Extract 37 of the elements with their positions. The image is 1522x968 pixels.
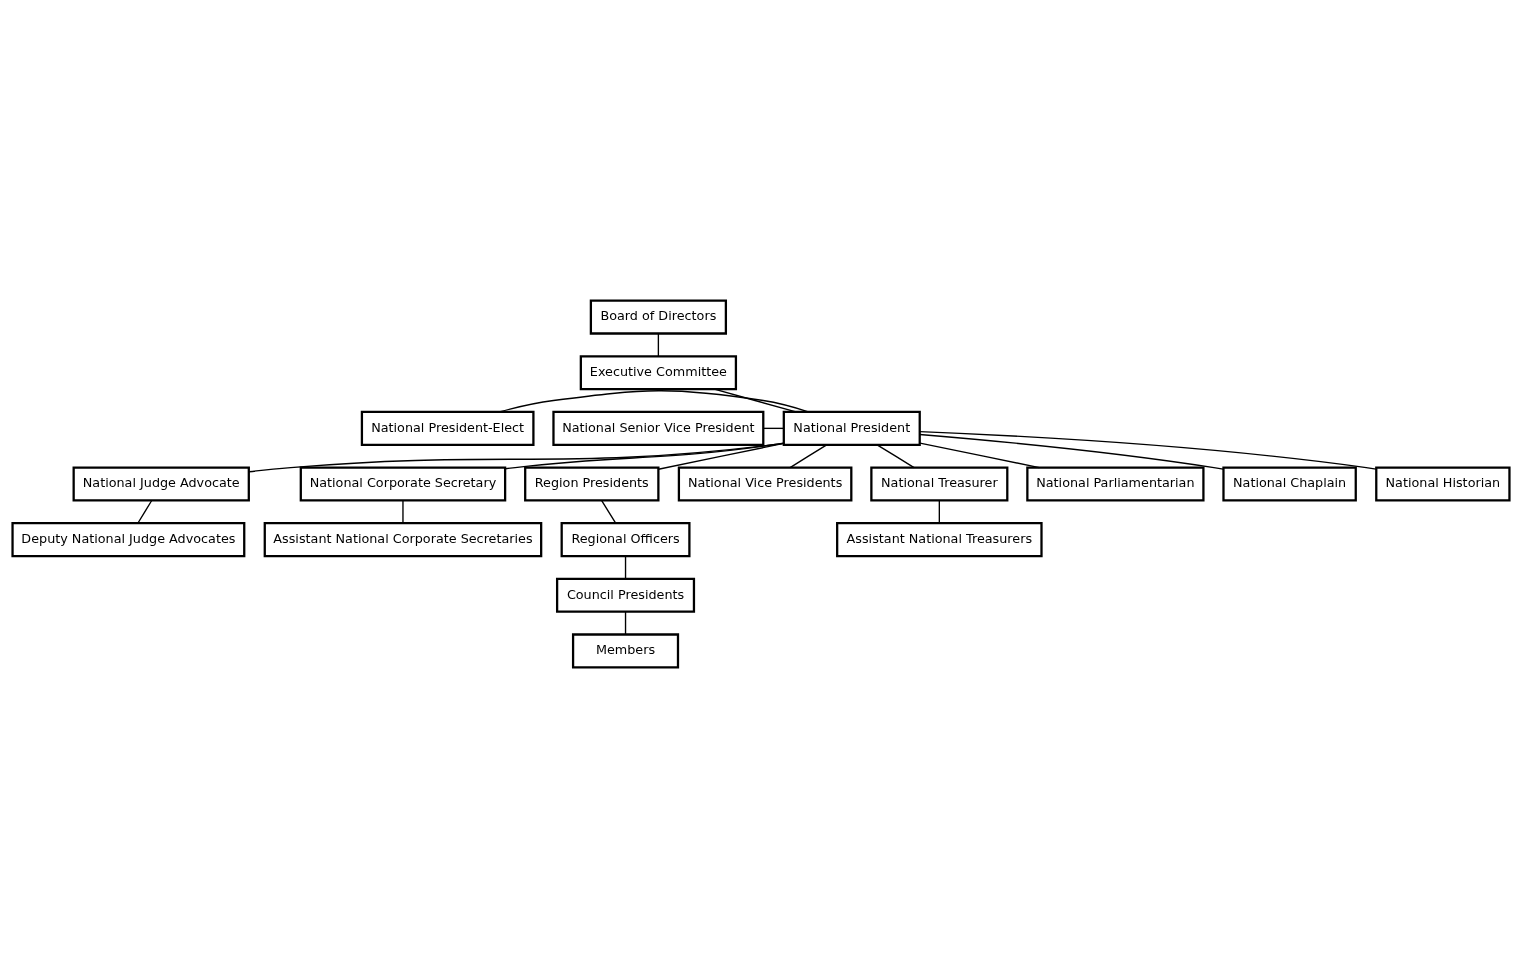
connector: [919, 433, 1224, 470]
node-box: Regional Officers: [560, 522, 691, 558]
connector: [498, 390, 809, 413]
connector: [919, 430, 1377, 470]
connector: [938, 499, 940, 524]
node-box: Assistant National Treasurers: [836, 522, 1043, 558]
connector: [919, 442, 1040, 469]
connector: [624, 611, 627, 635]
connector: [137, 499, 153, 524]
node-box: National Historian: [1375, 466, 1511, 502]
node-box: National Chaplain: [1222, 466, 1357, 502]
node-box: Council Presidents: [556, 577, 696, 613]
node-box: Board of Directors: [589, 299, 727, 335]
node-box: National President: [782, 410, 921, 446]
node-box: National Judge Advocate: [72, 466, 250, 502]
node-box: National Corporate Secretary: [299, 466, 507, 502]
node-box: National Vice Presidents: [677, 466, 853, 502]
connector: [789, 444, 828, 469]
connector: [624, 555, 627, 580]
node-box: National President-Elect: [360, 410, 535, 446]
node-box: Assistant National Corporate Secretaries: [263, 522, 543, 558]
connector: [657, 442, 785, 470]
connector: [876, 444, 915, 469]
node-box: Members: [571, 633, 680, 669]
connector: [713, 388, 797, 413]
connector: [248, 442, 785, 473]
connector: [402, 499, 404, 524]
node-box: National Parliamentarian: [1026, 466, 1205, 502]
node-box: Region Presidents: [524, 466, 660, 502]
node-box: National Treasurer: [870, 466, 1009, 502]
node-box: Executive Committee: [579, 355, 738, 391]
node-box: National Senior Vice President: [552, 410, 765, 446]
connector: [762, 427, 785, 430]
node-box: Deputy National Judge Advocates: [11, 522, 246, 558]
connector: [657, 332, 660, 357]
connector: [600, 499, 617, 524]
connector: [504, 442, 785, 470]
